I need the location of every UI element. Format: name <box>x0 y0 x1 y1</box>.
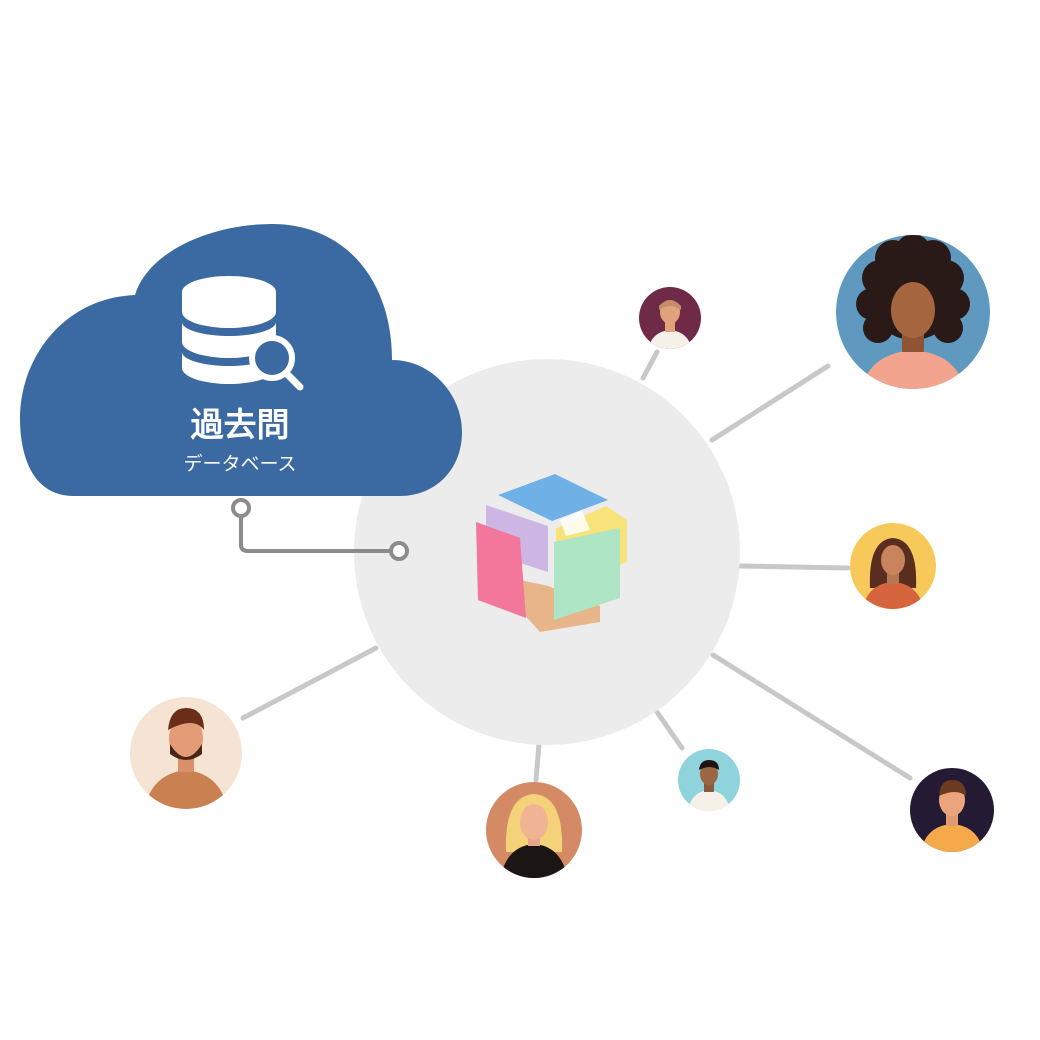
person-avatar-icon[interactable] <box>130 697 242 812</box>
person-avatar-icon[interactable] <box>678 749 740 812</box>
database-search-icon <box>182 276 304 391</box>
person-avatar-icon[interactable] <box>639 287 701 352</box>
connector-line <box>640 349 660 381</box>
cloud-subtitle: データベース <box>183 453 296 475</box>
connector-line <box>533 741 542 783</box>
cube-logo-icon <box>476 474 627 632</box>
connector-line <box>710 652 913 781</box>
person-avatar-icon[interactable] <box>850 523 936 612</box>
person-avatar-icon[interactable] <box>486 782 582 880</box>
connector-line <box>654 709 685 751</box>
person-avatar-icon[interactable] <box>910 768 994 856</box>
connector-line <box>709 363 831 443</box>
connector-line <box>737 563 851 571</box>
cloud-link <box>231 498 409 561</box>
database-cloud <box>20 224 462 496</box>
person-avatar-icon[interactable] <box>836 234 990 395</box>
cloud-title: 過去問 <box>191 405 290 444</box>
connector-lines <box>240 349 913 783</box>
connector-line <box>240 645 379 721</box>
